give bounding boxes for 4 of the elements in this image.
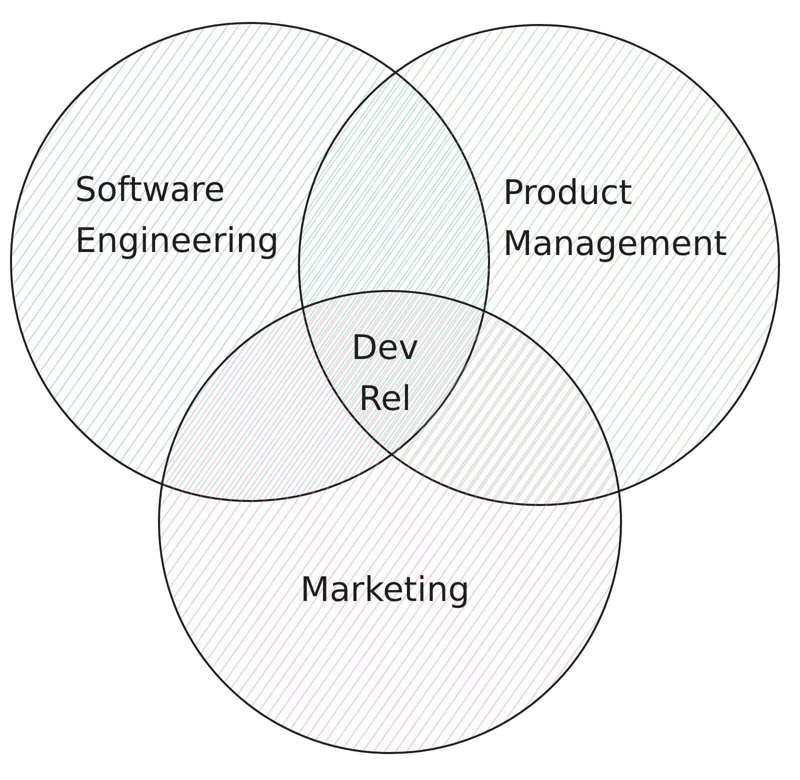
circle-label: Marketing [299, 569, 471, 612]
circle-label: Software Engineering [75, 169, 280, 263]
intersection-label: Dev Rel [350, 327, 420, 421]
circle-label: Product Management [503, 172, 728, 266]
